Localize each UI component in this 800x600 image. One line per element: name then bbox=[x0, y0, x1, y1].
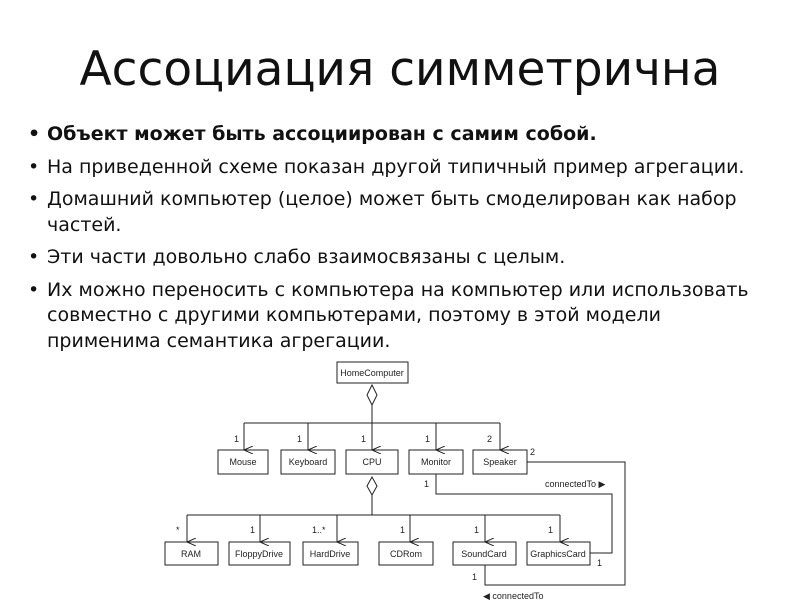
bullet-item: На приведенной схеме показан другой типи… bbox=[26, 155, 776, 181]
multiplicity: 1 bbox=[474, 525, 479, 535]
bullet-item: Их можно переносить с компьютера на комп… bbox=[26, 278, 776, 355]
multiplicity: 1 bbox=[424, 479, 429, 489]
box-label: Speaker bbox=[483, 457, 517, 467]
association-label: ◀ connectedTo bbox=[483, 591, 543, 600]
multiplicity: 1..* bbox=[312, 525, 326, 535]
monitor-graphics-link bbox=[435, 474, 613, 554]
box-label: GraphicsCard bbox=[530, 549, 586, 559]
multiplicity: 1 bbox=[472, 572, 477, 582]
box-label: HardDrive bbox=[310, 549, 351, 559]
box-homecomputer bbox=[336, 361, 409, 384]
multiplicity: 1 bbox=[297, 434, 302, 444]
bullet-item: Объект может быть ассоциирован с самим с… bbox=[26, 122, 776, 148]
bullet-list: Объект может быть ассоциирован с самим с… bbox=[26, 122, 776, 361]
association-label: connectedTo ▶ bbox=[545, 479, 606, 489]
multiplicity: 1 bbox=[400, 525, 405, 535]
multiplicity: 1 bbox=[234, 434, 239, 444]
multiplicity: 1 bbox=[425, 434, 430, 444]
multiplicity: 2 bbox=[487, 434, 492, 444]
multiplicity: 1 bbox=[250, 525, 255, 535]
box-label: Mouse bbox=[229, 457, 256, 467]
slide-title: Ассоциация симметрична bbox=[79, 42, 721, 97]
box-label: CPU bbox=[362, 457, 381, 467]
speaker-soundcard-link bbox=[484, 461, 626, 586]
box-label: CDRom bbox=[390, 549, 422, 559]
box-label: SoundCard bbox=[461, 549, 507, 559]
bullet-item: Эти части довольно слабо взаимосвязаны с… bbox=[26, 245, 776, 271]
multiplicity: * bbox=[176, 525, 180, 535]
box-label: HomeComputer bbox=[340, 368, 404, 378]
multiplicity: 1 bbox=[548, 525, 553, 535]
multiplicity: 1 bbox=[361, 434, 366, 444]
multiplicity: 1 bbox=[597, 558, 602, 568]
bullet-item: Домашний компьютер (целое) может быть см… bbox=[26, 187, 776, 238]
box-label: Keyboard bbox=[289, 457, 328, 467]
box-label: Monitor bbox=[421, 457, 451, 467]
box-label: RAM bbox=[181, 549, 201, 559]
box-label: FloppyDrive bbox=[235, 549, 283, 559]
multiplicity: 2 bbox=[530, 447, 535, 457]
